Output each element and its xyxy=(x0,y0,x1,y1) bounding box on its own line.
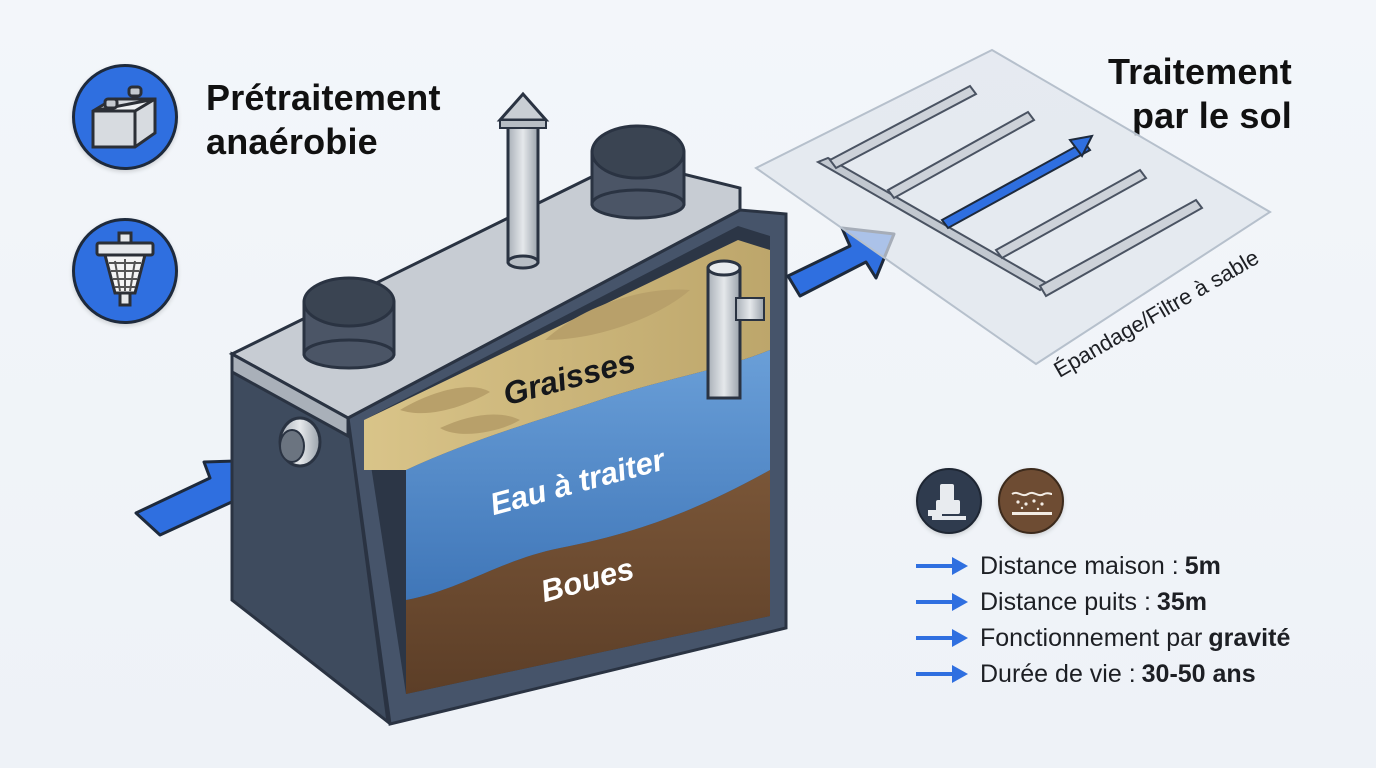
facts-list: Distance maison : 5m Distance puits : 35… xyxy=(914,548,1290,692)
fact-value: 5m xyxy=(1184,551,1221,580)
arrow-right-icon xyxy=(916,557,968,575)
septic-tank: Graisses Eau à traiter Boues xyxy=(228,91,788,726)
fact-operation: Fonctionnement par gravité xyxy=(914,620,1290,656)
soil-treatment-title-line2: par le sol xyxy=(1131,95,1292,136)
pretreatment-title-line2: anaérobie xyxy=(206,121,378,162)
arrow-right-icon xyxy=(916,629,968,647)
fact-well-distance: Distance puits : 35m xyxy=(914,584,1290,620)
arrow-right-icon xyxy=(916,593,968,611)
fact-value: 30-50 ans xyxy=(1141,659,1256,688)
access-lid-right xyxy=(590,124,686,220)
fact-lifespan: Durée de vie : 30-50 ans xyxy=(914,656,1290,692)
arrow-right-icon xyxy=(916,665,968,683)
septic-tank-icon xyxy=(72,64,178,170)
soil-icon xyxy=(998,468,1064,534)
pump-icon xyxy=(916,468,982,534)
pretreatment-title-line1: Prétraitement xyxy=(206,77,441,118)
soil-treatment-title: Traitement par le sol xyxy=(1060,50,1292,138)
drain-field: Épandage/Filtre à sable xyxy=(754,48,1272,382)
fact-label: Distance maison : xyxy=(980,551,1179,580)
fact-label: Fonctionnement par xyxy=(980,623,1203,652)
vent-pipe xyxy=(496,91,550,270)
fact-label: Distance puits : xyxy=(980,587,1151,616)
fact-label: Durée de vie : xyxy=(980,659,1136,688)
fact-house-distance: Distance maison : 5m xyxy=(914,548,1290,584)
access-lid-left xyxy=(302,276,396,370)
soil-treatment-title-line1: Traitement xyxy=(1107,51,1292,92)
filter-icon xyxy=(72,218,178,324)
fact-value: gravité xyxy=(1208,623,1291,652)
pretreatment-title: Prétraitement anaérobie xyxy=(206,76,441,164)
fact-value: 35m xyxy=(1156,587,1207,616)
